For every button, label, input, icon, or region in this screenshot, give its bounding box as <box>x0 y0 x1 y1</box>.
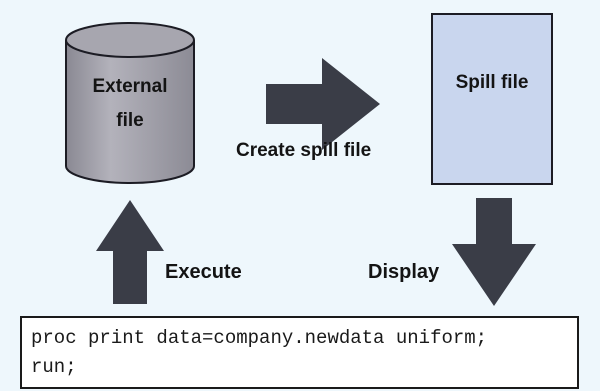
create-arrow <box>266 58 380 150</box>
external-file-label-line1: External <box>92 76 168 97</box>
execute-arrow <box>96 200 164 304</box>
create-spill-file-label: Create spill file <box>236 140 372 161</box>
display-label: Display <box>368 261 440 283</box>
external-file-cylinder <box>65 22 195 184</box>
code-block: proc print data=company.newdata uniform;… <box>20 316 579 389</box>
external-file-label-line2: file <box>116 110 144 131</box>
code-line-2: run; <box>31 356 77 378</box>
spill-file-box <box>431 13 553 185</box>
code-line-1: proc print data=company.newdata uniform; <box>31 327 488 349</box>
external-file-label: External file <box>64 70 196 138</box>
execute-label: Execute <box>165 261 242 283</box>
spill-file-label: Spill file <box>455 72 529 93</box>
display-arrow <box>452 198 536 306</box>
